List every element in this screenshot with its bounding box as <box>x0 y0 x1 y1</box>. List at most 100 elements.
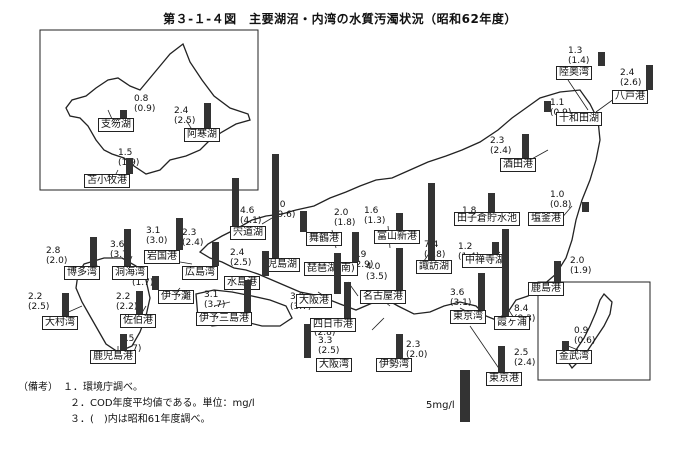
site-value-current: 2.4 <box>230 248 245 258</box>
site-value-current: 1.0 <box>550 190 565 200</box>
site-label: 十和田湖 <box>556 112 602 126</box>
site-value-current: 10 <box>274 200 286 210</box>
site-value-current: 4.0 <box>366 262 381 272</box>
site-label: 大阪港 <box>296 294 332 308</box>
site-value-current: 2.8 <box>46 246 61 256</box>
site-label: 児島湖 <box>264 258 300 272</box>
site-value-current: 1.5 <box>120 334 135 344</box>
site-value-current: 2.3 <box>406 340 421 350</box>
site-value: 2.0(1.8) <box>334 208 355 228</box>
site-value-previous: (3.1) <box>450 298 472 308</box>
site-label: 四日市港 <box>310 318 356 332</box>
site-value-current: 2.4 <box>174 106 189 116</box>
cod-bar <box>498 346 505 372</box>
site-value-current: 2.3 <box>490 136 505 146</box>
cod-bar <box>492 241 499 254</box>
site-value-previous: (3.5) <box>366 272 388 282</box>
site-value-current: 0.8 <box>134 94 149 104</box>
cod-bar <box>544 100 551 112</box>
cod-bar <box>272 154 279 258</box>
site-value-current: 2.2 <box>116 292 131 302</box>
site-value-previous: (2.5) <box>28 302 50 312</box>
site-value-current: 2.3 <box>182 228 197 238</box>
site-value-current: 2.2 <box>28 292 43 302</box>
site-label: 名古屋港 <box>360 290 406 304</box>
site-value-current: 1.1 <box>550 98 565 108</box>
site-label: 鹿島港 <box>528 282 564 296</box>
site-value-previous: (1.9) <box>570 266 592 276</box>
cod-bar <box>124 228 131 266</box>
notes: （備考） １．環境庁調べ。 ２．COD年度平均値である。単位：mg/l ３．( … <box>18 380 255 428</box>
site-value-previous: (2.0) <box>406 350 428 360</box>
notes-head: （備考） <box>18 382 53 393</box>
cod-bar <box>598 52 605 66</box>
site-value-previous: (2.8) <box>314 328 336 338</box>
site-value-previous: (0.9) <box>134 104 156 114</box>
site-value: 2.4(2.5) <box>230 248 251 268</box>
site-label: 苫小牧港 <box>84 174 130 188</box>
site-value-previous: (3.7) <box>110 250 132 260</box>
site-value: 3.3(2.5) <box>318 336 339 356</box>
honshu-outline <box>198 89 601 321</box>
cod-bar <box>582 201 589 212</box>
site-value-previous: (2.4) <box>514 358 536 368</box>
cod-bar <box>502 228 509 316</box>
cod-bar <box>488 193 495 212</box>
site-value: 2.2(2.5) <box>28 292 49 312</box>
site-value-current: 1.3 <box>568 46 583 56</box>
site-value-previous: (4.1) <box>240 216 262 226</box>
okinawa-outline <box>567 292 613 370</box>
site-label: 酒田港 <box>500 158 536 172</box>
cod-bar <box>120 334 127 350</box>
figure-title: 第３-１-４図 主要湖沼・内湾の水質汚濁状況（昭和62年度） <box>163 12 517 26</box>
note-1: １．環境庁調べ。 <box>63 382 143 393</box>
cod-bar <box>522 134 529 158</box>
site-value-current: 2.0 <box>570 256 585 266</box>
site-label: 博多湾 <box>64 266 100 280</box>
note-2: ２．COD年度平均値である。単位：mg/l <box>70 398 255 409</box>
site-label: 岩国港 <box>144 250 180 264</box>
cod-bar <box>90 236 97 266</box>
cod-bar <box>352 231 359 262</box>
site-value: 1.3(1.4) <box>568 46 589 66</box>
hokkaido-inset-frame <box>39 29 259 191</box>
site-label: 八戸港 <box>612 90 648 104</box>
site-label: 洞海湾 <box>112 266 148 280</box>
site-value-current: 3.1 <box>204 290 219 300</box>
cod-bar <box>478 272 485 310</box>
cod-bar <box>136 291 143 314</box>
site-label: 諏訪湖 <box>416 260 452 274</box>
site-label: 大村湾 <box>42 316 78 330</box>
site-value: 2.0(1.9) <box>570 256 591 276</box>
site-value: 2.3(2.4) <box>490 136 511 156</box>
site-value: 3.6(3.7) <box>110 240 131 260</box>
site-label: 舞鶴港 <box>306 232 342 246</box>
site-value-current: 2.5 <box>514 348 529 358</box>
site-value-previous: (2.4) <box>490 146 512 156</box>
site-value-current: 3.3 <box>318 336 333 346</box>
site-label: 伊予灘 <box>158 290 194 304</box>
cod-bar <box>232 178 239 226</box>
site-value: 2.3(2.0) <box>406 340 427 360</box>
site-value-previous: (1.7) <box>132 278 154 288</box>
kyushu-outline <box>75 257 151 353</box>
site-value-current: 0.9 <box>574 326 589 336</box>
cod-bar <box>646 65 653 90</box>
site-label: 水島港 <box>224 276 260 290</box>
site-value: 2.4(2.6) <box>620 68 641 88</box>
site-label: 田子倉貯水池 <box>454 212 520 226</box>
cod-bar <box>176 217 183 250</box>
site-value-previous: (2.5) <box>318 346 340 356</box>
site-value: 0.8(0.9) <box>134 94 155 114</box>
cod-bar <box>396 213 403 230</box>
site-value-previous: (1.8) <box>334 218 356 228</box>
cod-bar <box>62 293 69 316</box>
cod-bar <box>554 261 561 282</box>
cod-bar <box>244 279 251 312</box>
site-value-current: 1.8 <box>462 206 477 216</box>
site-label: 霞ヶ浦 <box>494 316 530 330</box>
site-value: 2.4(2.5) <box>174 106 195 126</box>
okinawa-inset-frame <box>537 281 651 381</box>
site-value: 1.0(0.8) <box>550 190 571 210</box>
site-label: 東京港 <box>486 372 522 386</box>
